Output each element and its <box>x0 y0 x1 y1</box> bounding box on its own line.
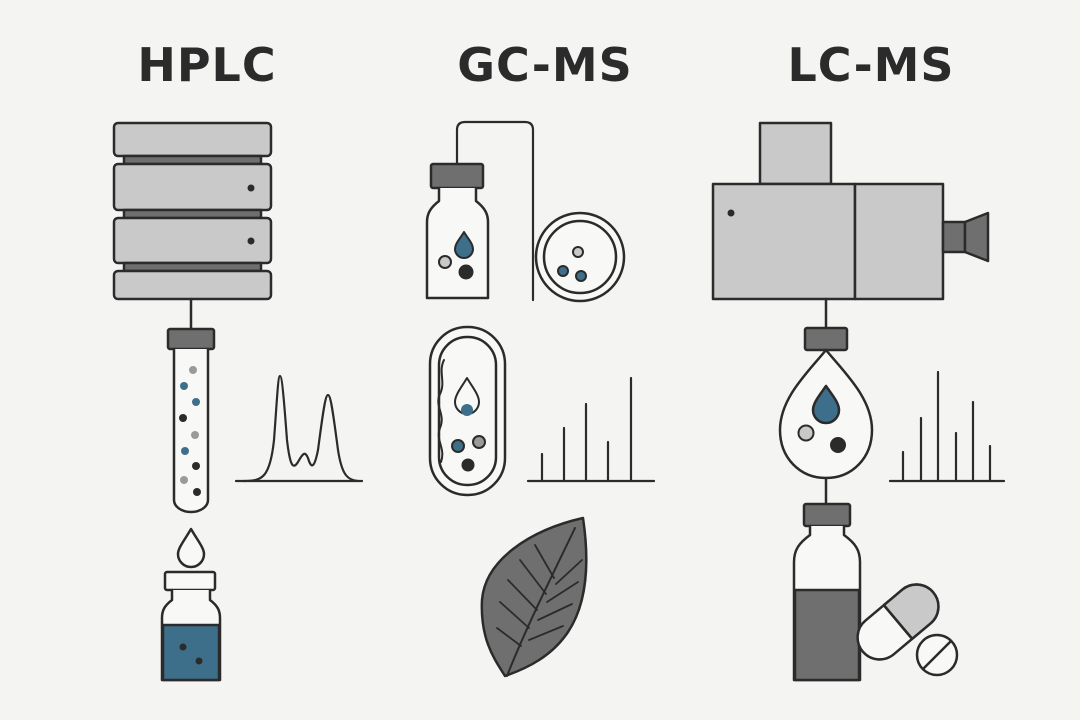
tablet-icon <box>915 633 959 677</box>
instrument-stack-icon <box>112 121 273 331</box>
capsule-pill-icon <box>856 583 940 661</box>
capillary-tubing <box>455 120 535 302</box>
droplet-icon <box>176 527 206 569</box>
capsule-chamber-icon <box>428 325 507 497</box>
mass-spectrum-bars-icon <box>888 370 1006 483</box>
chromatogram-peaks-icon <box>234 374 364 483</box>
reagent-bottle-icon <box>425 162 490 300</box>
chromatography-column-icon <box>166 327 216 514</box>
sample-vial-icon <box>160 570 222 682</box>
gcms-title: GC-MS <box>457 38 633 92</box>
mass-spectrometer-icon <box>711 121 990 330</box>
mass-spectrum-bars-icon <box>526 376 656 483</box>
hplc-title: HPLC <box>137 38 277 92</box>
leaf-icon <box>480 516 588 678</box>
ionization-drop-icon <box>778 326 874 506</box>
lcms-title: LC-MS <box>787 38 955 92</box>
medicine-bottle-icon <box>792 502 862 682</box>
coiled-capillary-column-icon <box>534 211 626 303</box>
